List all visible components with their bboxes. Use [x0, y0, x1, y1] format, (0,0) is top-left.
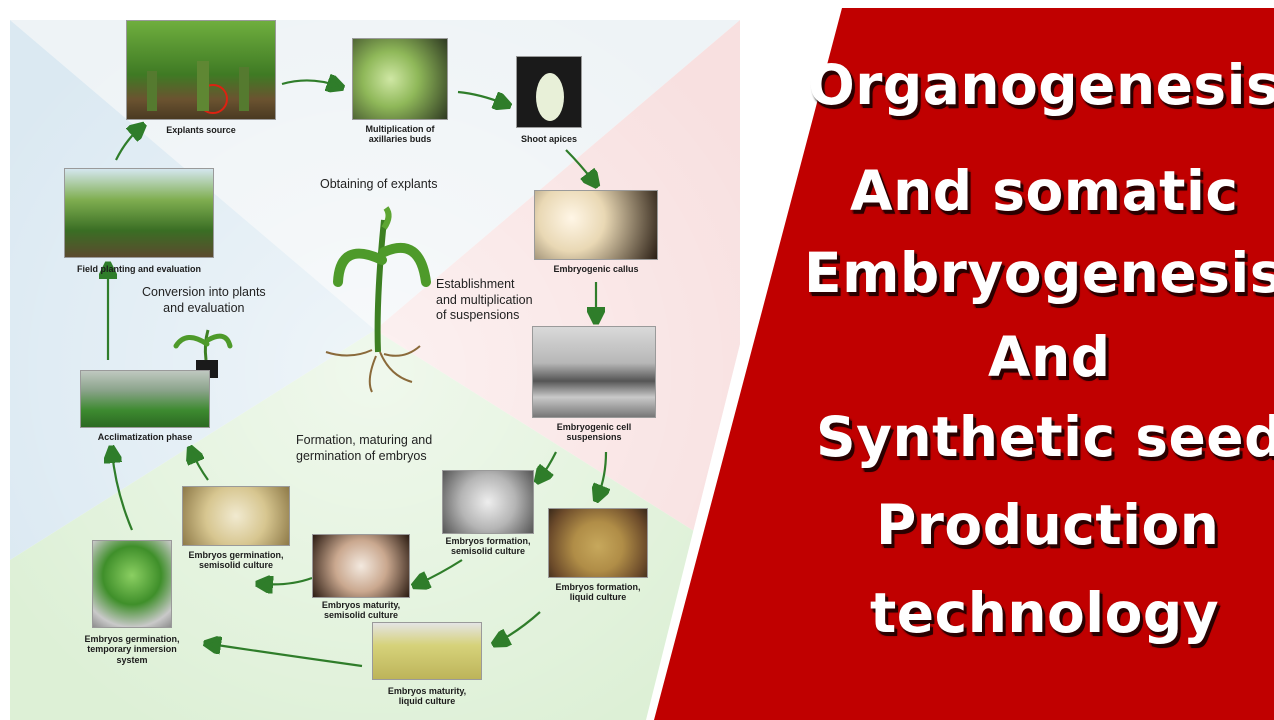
caption-embryos-formation-liquid: Embryos formation, liquid culture [555, 582, 641, 603]
caption-shoot-apices: Shoot apices [520, 134, 577, 144]
photo-embryos-formation-semisolid [442, 470, 534, 534]
photo-embryogenic-cell-suspensions [532, 326, 656, 418]
arrow-tis-to-acclimatization [112, 452, 134, 531]
center-plantlet-image [325, 206, 431, 393]
caption-embryos-germination-tis: Embryos germination, temporary inmersion… [84, 634, 180, 665]
photo-acclimatization-phase [80, 370, 210, 428]
photo-shoot-apices [516, 56, 582, 128]
banner-red-panel [654, 8, 1274, 720]
label-establishment: Establishment and multiplication of susp… [436, 277, 533, 323]
photo-embryogenic-callus [534, 190, 658, 260]
title-line-5: Synthetic seed [816, 405, 1274, 469]
caption-explants-source: Explants source [166, 125, 236, 135]
photo-embryos-maturity-semisolid [312, 534, 410, 598]
arrow-suspensions-to-semisolid [540, 451, 557, 478]
caption-embryos-formation-semisolid: Embryos formation, semisolid culture [445, 536, 531, 557]
flow-arrows [108, 80, 606, 668]
caption-embryos-maturity-semisolid: Embryos maturity, semisolid culture [321, 600, 401, 621]
title-line-1: Organogenesis [808, 53, 1274, 117]
caption-embryos-germination-semisolid: Embryos germination, semisolid culture [188, 550, 284, 571]
caption-embryogenic-callus: Embryogenic callus [553, 264, 639, 274]
photo-embryos-germination-tis [92, 540, 172, 628]
caption-embryogenic-cell-suspensions: Embryogenic cell suspensions [556, 422, 632, 443]
label-obtaining-of-explants: Obtaining of explants [320, 177, 438, 191]
title-line-6: Production [876, 493, 1220, 557]
arrow-formation-to-maturity-semisolid [418, 559, 463, 584]
arrow-maturity-liquid-to-tis [210, 644, 363, 668]
title-line-4: And [988, 325, 1111, 389]
photo-multiplication-axillary-buds [352, 38, 448, 120]
label-formation: Formation, maturing and germination of e… [296, 433, 433, 463]
title-line-2: And somatic [850, 159, 1239, 223]
arrow-germination-to-acclimatization [192, 452, 209, 481]
title-line-7: technology [870, 581, 1220, 645]
arrow-suspensions-to-liquid [598, 451, 606, 496]
arrow-field-to-explants [115, 128, 140, 161]
photo-field-planting [64, 168, 214, 258]
arrow-explants-to-multiplication [281, 80, 338, 86]
arrow-apices-to-callus [565, 149, 594, 182]
label-conversion: Conversion into plants and evaluation [142, 285, 266, 315]
arrow-multiplication-to-apices [457, 90, 505, 104]
photo-explants-source [126, 20, 276, 120]
title-line-3: Embryogenesis [804, 241, 1274, 305]
arrow-maturity-to-germination-semisolid [262, 578, 313, 584]
arrow-liquid-to-maturity [498, 611, 541, 642]
photo-embryos-maturity-liquid [372, 622, 482, 680]
caption-acclimatization-phase: Acclimatization phase [97, 432, 193, 442]
photo-embryos-formation-liquid [548, 508, 648, 578]
caption-multiplication-axillary-buds: Multiplication of axillaries buds [365, 124, 435, 145]
caption-field-planting: Field planting and evaluation [76, 264, 201, 274]
photo-embryos-germination-semisolid [182, 486, 290, 546]
caption-embryos-maturity-liquid: Embryos maturity, liquid culture [387, 686, 467, 707]
